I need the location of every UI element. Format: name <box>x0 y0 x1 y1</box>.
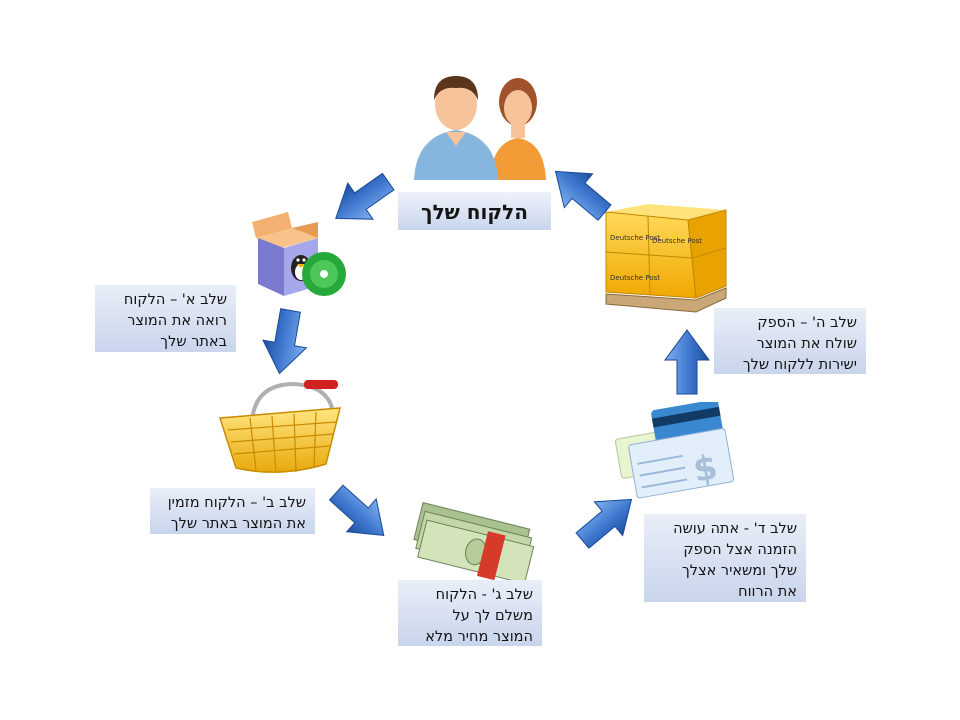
step-3-line-3: המוצר מחיר מלא <box>425 629 533 645</box>
credit-card-check-icon: $ <box>610 399 736 500</box>
flow-arrow-customer-to-step1 <box>335 172 395 220</box>
step-5-line-2: שולח את המוצר <box>756 336 857 352</box>
package-pallet-icon: Deutsche Post Deutsche Post Deutsche Pos… <box>602 196 728 314</box>
cash-money-icon <box>410 498 538 585</box>
step-1-box: שלב א' – הלקוח רואה את המוצר באתר שלך <box>95 285 236 352</box>
step-4-line-3: שלך ומשאיר אצלך <box>681 563 797 579</box>
step-4-line-2: הזמנה אצל הספק <box>683 542 797 558</box>
svg-text:Deutsche Post: Deutsche Post <box>610 274 660 282</box>
step-3-box: שלב ג' - הלקוח משלם לך על המוצר מחיר מלא <box>398 580 542 646</box>
step-4-line-1: שלב ד' - אתה עושה <box>673 521 797 537</box>
step-5-box: שלב ה' – הספק שולח את המוצר ישירות ללקוח… <box>714 308 866 374</box>
flow-arrow-step2-to-step3 <box>328 484 385 536</box>
customers-icon <box>412 72 547 180</box>
step-3-line-2: משלם לך על <box>452 608 533 624</box>
step-1-line-2: רואה את המוצר <box>127 313 227 329</box>
step-5-line-1: שלב ה' – הספק <box>757 315 857 331</box>
svg-text:Deutsche Post: Deutsche Post <box>652 237 702 245</box>
flow-arrow-step1-to-step2 <box>262 308 308 375</box>
flow-arrow-step4-to-step5 <box>664 329 710 395</box>
step-1-line-1: שלב א' – הלקוח <box>123 292 227 308</box>
flow-arrow-step5-to-customer <box>554 170 612 221</box>
flow-arrow-step3-to-step4 <box>575 498 633 549</box>
step-5-line-3: ישירות ללקוח שלך <box>742 357 857 373</box>
step-2-line-2: את המוצר באתר שלך <box>170 516 306 532</box>
step-4-line-4: את הרווח <box>738 584 797 600</box>
step-4-box: שלב ד' - אתה עושה הזמנה אצל הספק שלך ומש… <box>644 514 806 602</box>
step-2-line-1: שלב ב' – הלקוח מזמין <box>167 495 306 511</box>
software-box-icon <box>248 208 348 300</box>
svg-text:Deutsche Post: Deutsche Post <box>610 234 660 242</box>
step-3-line-1: שלב ג' - הלקוח <box>435 587 533 603</box>
shopping-basket-icon <box>216 378 344 478</box>
step-2-box: שלב ב' – הלקוח מזמין את המוצר באתר שלך <box>150 488 315 534</box>
step-1-line-3: באתר שלך <box>160 334 227 350</box>
customer-title: הלקוח שלך <box>398 192 551 230</box>
